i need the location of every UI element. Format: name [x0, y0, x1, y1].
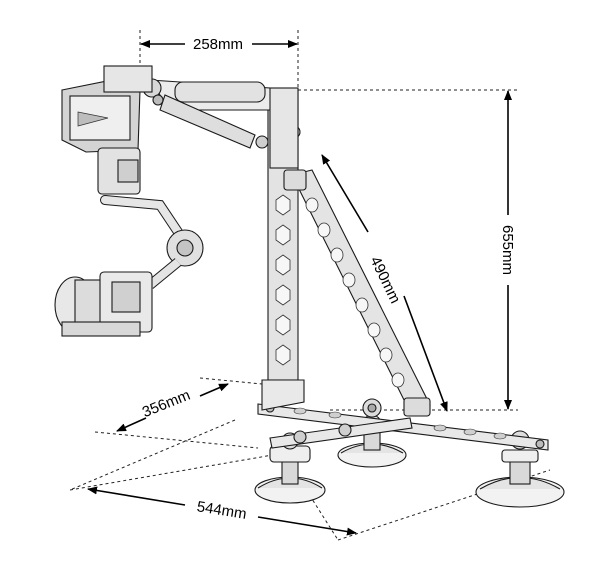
dimension-width-top: 258mm [140, 36, 298, 53]
dimension-height: 655mm [499, 90, 516, 410]
label-base-depth: 356mm [140, 387, 193, 422]
battery-plate [61, 65, 153, 153]
dimension-base-depth: 356mm [116, 383, 229, 432]
suction-cup-left [254, 432, 326, 504]
base-rail-short [269, 398, 413, 449]
gimbal [97, 147, 204, 289]
camera [54, 271, 153, 337]
label-width-top: 258mm [193, 36, 243, 53]
vertical-post [261, 89, 305, 411]
label-height: 655mm [499, 225, 516, 275]
top-arm [142, 78, 299, 169]
dimension-arm-length: 490mm [321, 154, 448, 412]
diagonal-brace [283, 169, 431, 417]
suction-cup-right [475, 430, 565, 508]
label-base-width: 544mm [196, 498, 248, 523]
